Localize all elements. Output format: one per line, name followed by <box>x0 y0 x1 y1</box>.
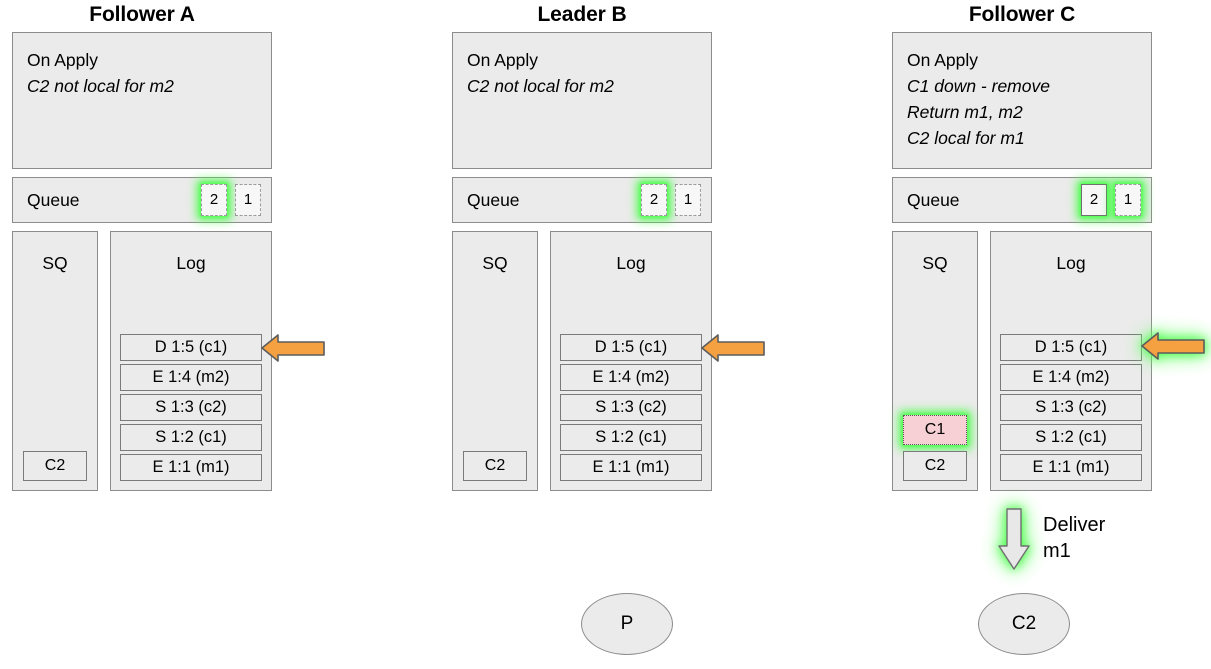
on-apply-panel-follower-c: On Apply C1 down - remove Return m1, m2 … <box>892 32 1152 169</box>
on-apply-header: On Apply <box>27 50 99 70</box>
sq-header: SQ <box>42 253 68 273</box>
append-arrow-left-icon <box>701 333 765 363</box>
queue-panel-follower-a: Queue 2 1 <box>12 177 272 223</box>
on-apply-header: On Apply <box>907 50 979 70</box>
queue-box-list: 2 1 <box>201 184 261 216</box>
queue-box[interactable]: 2 <box>201 184 227 216</box>
queue-label: Queue <box>467 189 520 210</box>
sq-entry[interactable]: C2 <box>463 451 527 481</box>
on-apply-panel-follower-a: On Apply C2 not local for m2 <box>12 32 272 169</box>
deliver-arrow-down-icon <box>997 508 1031 570</box>
queue-box[interactable]: 1 <box>675 184 701 216</box>
log-entry[interactable]: E 1:4 (m2) <box>120 364 262 391</box>
on-apply-line: Return m1, m2 <box>907 102 1023 122</box>
on-apply-line: C2 not local for m2 <box>467 76 614 96</box>
log-entry[interactable]: D 1:5 (c1) <box>120 334 262 361</box>
queue-box[interactable]: 2 <box>641 184 667 216</box>
page-title-leader-b: Leader B <box>537 3 627 26</box>
queue-label: Queue <box>27 189 80 210</box>
queue-label: Queue <box>907 189 960 210</box>
node-column-leader-b: Leader B On Apply C2 not local for m2 Qu… <box>452 0 712 491</box>
sq-entry-list: C1 C2 <box>903 415 967 481</box>
queue-box-list: 2 1 <box>1081 184 1141 216</box>
queue-box[interactable]: 1 <box>1115 184 1141 216</box>
log-panel-leader-b: Log D 1:5 (c1) E 1:4 (m2) S 1:3 (c2) S 1… <box>550 231 712 491</box>
sq-entry-pending[interactable]: C1 <box>903 415 967 445</box>
sq-header: SQ <box>922 253 948 273</box>
on-apply-line: C2 not local for m2 <box>27 76 174 96</box>
log-entry-list: D 1:5 (c1) E 1:4 (m2) S 1:3 (c2) S 1:2 (… <box>560 334 702 481</box>
sq-entry[interactable]: C2 <box>23 451 87 481</box>
append-arrow-left-icon <box>1141 331 1205 361</box>
log-panel-follower-a: Log D 1:5 (c1) E 1:4 (m2) S 1:3 (c2) S 1… <box>110 231 272 491</box>
on-apply-header: On Apply <box>467 50 539 70</box>
log-header: Log <box>176 253 206 273</box>
node-column-follower-c: Follower C On Apply C1 down - remove Ret… <box>892 0 1152 491</box>
log-header: Log <box>1056 253 1086 273</box>
log-entry[interactable]: E 1:1 (m1) <box>120 454 262 481</box>
sq-panel-follower-c: SQ C1 C2 <box>892 231 978 491</box>
log-entry[interactable]: S 1:2 (c1) <box>560 424 702 451</box>
log-panel-follower-c: Log D 1:5 (c1) E 1:4 (m2) S 1:3 (c2) S 1… <box>990 231 1152 491</box>
log-entry[interactable]: D 1:5 (c1) <box>1000 334 1142 361</box>
log-entry-list: D 1:5 (c1) E 1:4 (m2) S 1:3 (c2) S 1:2 (… <box>1000 334 1142 481</box>
log-entry[interactable]: E 1:4 (m2) <box>560 364 702 391</box>
deliver-label: Deliver m1 <box>1043 514 1106 562</box>
queue-box[interactable]: 1 <box>235 184 261 216</box>
on-apply-line: C2 local for m1 <box>907 128 1025 148</box>
log-entry[interactable]: S 1:2 (c1) <box>1000 424 1142 451</box>
append-arrow-left-icon <box>261 333 325 363</box>
node-column-follower-a: Follower A On Apply C2 not local for m2 … <box>12 0 272 491</box>
log-entry[interactable]: S 1:3 (c2) <box>560 394 702 421</box>
sq-header: SQ <box>482 253 508 273</box>
log-entry[interactable]: D 1:5 (c1) <box>560 334 702 361</box>
store-row-follower-c: SQ C1 C2 Log D 1:5 (c1) E 1:4 (m2) S 1:3… <box>892 231 1152 491</box>
log-entry[interactable]: S 1:2 (c1) <box>120 424 262 451</box>
on-apply-line: C1 down - remove <box>907 76 1050 96</box>
log-entry[interactable]: S 1:3 (c2) <box>1000 394 1142 421</box>
log-entry[interactable]: E 1:1 (m1) <box>560 454 702 481</box>
log-entry[interactable]: S 1:3 (c2) <box>120 394 262 421</box>
store-row-follower-a: SQ C2 Log D 1:5 (c1) E 1:4 (m2) S 1:3 (c… <box>12 231 272 491</box>
on-apply-panel-leader-b: On Apply C2 not local for m2 <box>452 32 712 169</box>
log-entry[interactable]: E 1:4 (m2) <box>1000 364 1142 391</box>
sq-entry[interactable]: C2 <box>903 451 967 481</box>
store-row-leader-b: SQ C2 Log D 1:5 (c1) E 1:4 (m2) S 1:3 (c… <box>452 231 712 491</box>
sq-entry-list: C2 <box>23 451 87 481</box>
page-title-follower-c: Follower C <box>968 3 1076 26</box>
log-entry-list: D 1:5 (c1) E 1:4 (m2) S 1:3 (c2) S 1:2 (… <box>120 334 262 481</box>
process-node-c2[interactable]: C2 <box>978 593 1070 655</box>
sq-panel-leader-b: SQ C2 <box>452 231 538 491</box>
queue-box-list: 2 1 <box>641 184 701 216</box>
page-title-follower-a: Follower A <box>89 3 195 26</box>
deliver-action: Deliver m1 <box>997 508 1105 570</box>
queue-panel-leader-b: Queue 2 1 <box>452 177 712 223</box>
queue-panel-follower-c: Queue 2 1 <box>892 177 1152 223</box>
log-header: Log <box>616 253 646 273</box>
sq-entry-list: C2 <box>463 451 527 481</box>
queue-box[interactable]: 2 <box>1081 184 1107 216</box>
log-entry[interactable]: E 1:1 (m1) <box>1000 454 1142 481</box>
process-node-p[interactable]: P <box>581 593 673 655</box>
sq-panel-follower-a: SQ C2 <box>12 231 98 491</box>
